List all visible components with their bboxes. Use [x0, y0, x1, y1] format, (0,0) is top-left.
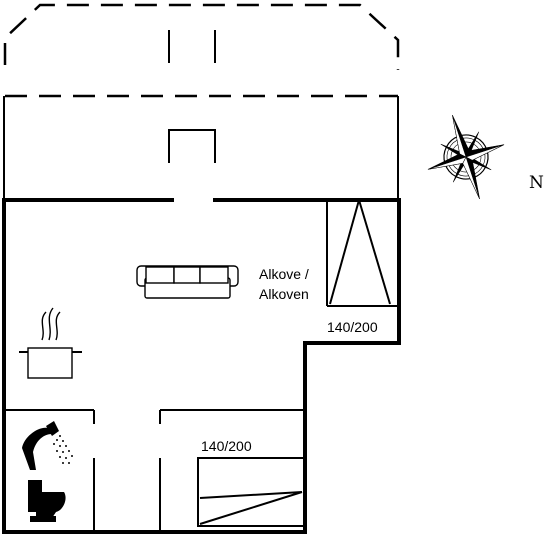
sofa-icon [136, 265, 239, 299]
terrace-walls [3, 96, 399, 200]
compass-north-label: N [529, 173, 544, 193]
lower-bed-size: 140/200 [201, 438, 252, 454]
toilet-icon [28, 480, 66, 522]
compass-rose-icon [427, 115, 505, 199]
cooking-pot-icon [19, 307, 82, 379]
alcove-label-line2: Alkoven [259, 286, 309, 302]
alcove-bed-size: 140/200 [327, 319, 378, 335]
lower-bed [197, 457, 305, 527]
shower-icon [22, 421, 73, 470]
outdoor-area-outline [3, 3, 400, 98]
alcove-label-line1: Alkove / [259, 266, 309, 282]
alcove-bed [326, 199, 397, 307]
